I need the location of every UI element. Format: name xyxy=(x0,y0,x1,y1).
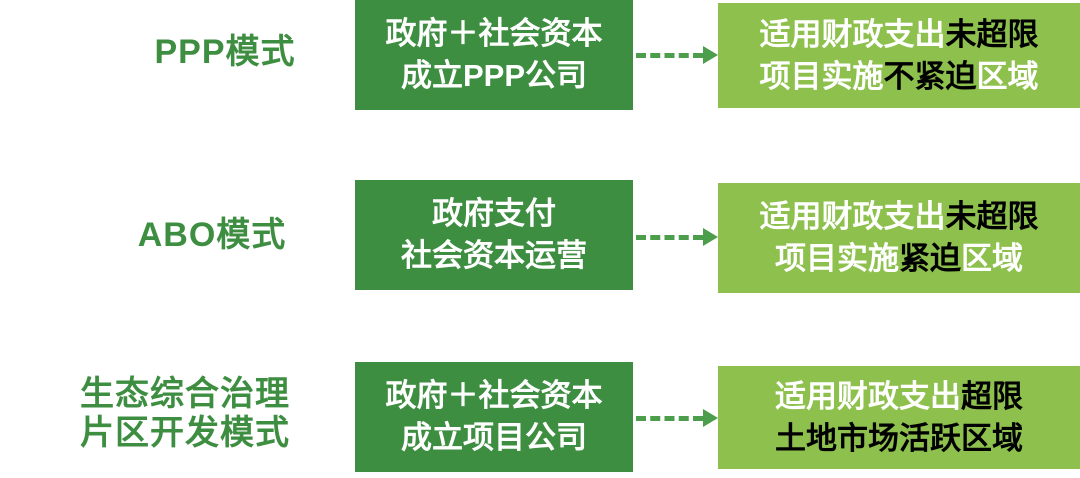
row2-applicability-line1: 适用财政支出未超限 xyxy=(760,196,1039,238)
row1-applicability-box: 适用财政支出未超限 项目实施不紧迫区域 xyxy=(718,3,1080,108)
row3-arrowhead-icon xyxy=(703,409,718,427)
row1-arrow xyxy=(636,46,718,64)
row3-mode-label-line2: 片区开发模式 xyxy=(80,414,290,452)
row1-mode-label: PPP模式 xyxy=(105,33,345,72)
row2-applicability-line2: 项目实施紧迫区域 xyxy=(775,238,1023,280)
row3-mode-label-line1: 生态综合治理 xyxy=(80,375,290,413)
row3-applicability-line2: 土地市场活跃区域 xyxy=(775,418,1023,460)
row3-applicability-box: 适用财政支出超限 土地市场活跃区域 xyxy=(718,366,1080,469)
row3-mode-label: 生态综合治理 片区开发模式 xyxy=(55,375,315,453)
row1-arrowhead-icon xyxy=(703,46,718,64)
text-segment-emphasis: 未超限 xyxy=(945,199,1039,234)
row1-structure-box: 政府＋社会资本 成立PPP公司 xyxy=(355,0,633,110)
row1-mode-label-line: PPP模式 xyxy=(154,33,296,71)
row1-applicability-line1: 适用财政支出未超限 xyxy=(760,14,1039,56)
row2-structure-box: 政府支付 社会资本运营 xyxy=(355,180,633,290)
row3-arrow xyxy=(636,409,718,427)
row3-structure-line1: 政府＋社会资本 xyxy=(385,378,603,413)
row2-arrow xyxy=(636,228,718,246)
text-segment-emphasis: 未超限 xyxy=(945,16,1039,52)
row1-structure-line2: 成立PPP公司 xyxy=(400,58,588,93)
row2-arrowhead-icon xyxy=(703,228,718,246)
text-segment: 区域 xyxy=(961,241,1023,276)
text-segment: 适用财政支出 xyxy=(775,378,961,414)
text-segment-emphasis: 紧迫 xyxy=(899,241,961,276)
row2-mode-label: ABO模式 xyxy=(92,216,332,255)
text-segment: 适用财政支出 xyxy=(759,16,946,52)
row2-applicability-box: 适用财政支出未超限 项目实施紧迫区域 xyxy=(718,183,1080,293)
row3-dashed-line xyxy=(636,415,703,421)
text-segment: 项目实施 xyxy=(775,241,899,276)
text-segment-emphasis: 土地市场活跃区域 xyxy=(775,420,1023,456)
text-segment-emphasis: 不紧迫 xyxy=(883,58,977,94)
row3-structure-box: 政府＋社会资本 成立项目公司 xyxy=(355,362,633,472)
row3-structure-line2: 成立项目公司 xyxy=(401,420,587,455)
row3-applicability-line1: 适用财政支出超限 xyxy=(775,376,1023,418)
row1-structure-line1: 政府＋社会资本 xyxy=(385,16,603,51)
row1-applicability-line2: 项目实施不紧迫区域 xyxy=(760,56,1039,98)
row2-structure-line1: 政府支付 xyxy=(432,196,556,231)
row2-mode-label-line: ABO模式 xyxy=(137,216,287,254)
row1-dashed-line xyxy=(636,52,703,58)
text-segment: 适用财政支出 xyxy=(759,199,946,234)
row2-dashed-line xyxy=(636,234,703,240)
text-segment: 区域 xyxy=(976,58,1039,94)
text-segment-emphasis: 超限 xyxy=(961,378,1023,414)
text-segment: 项目实施 xyxy=(759,58,884,94)
row2-structure-line2: 社会资本运营 xyxy=(401,238,587,273)
